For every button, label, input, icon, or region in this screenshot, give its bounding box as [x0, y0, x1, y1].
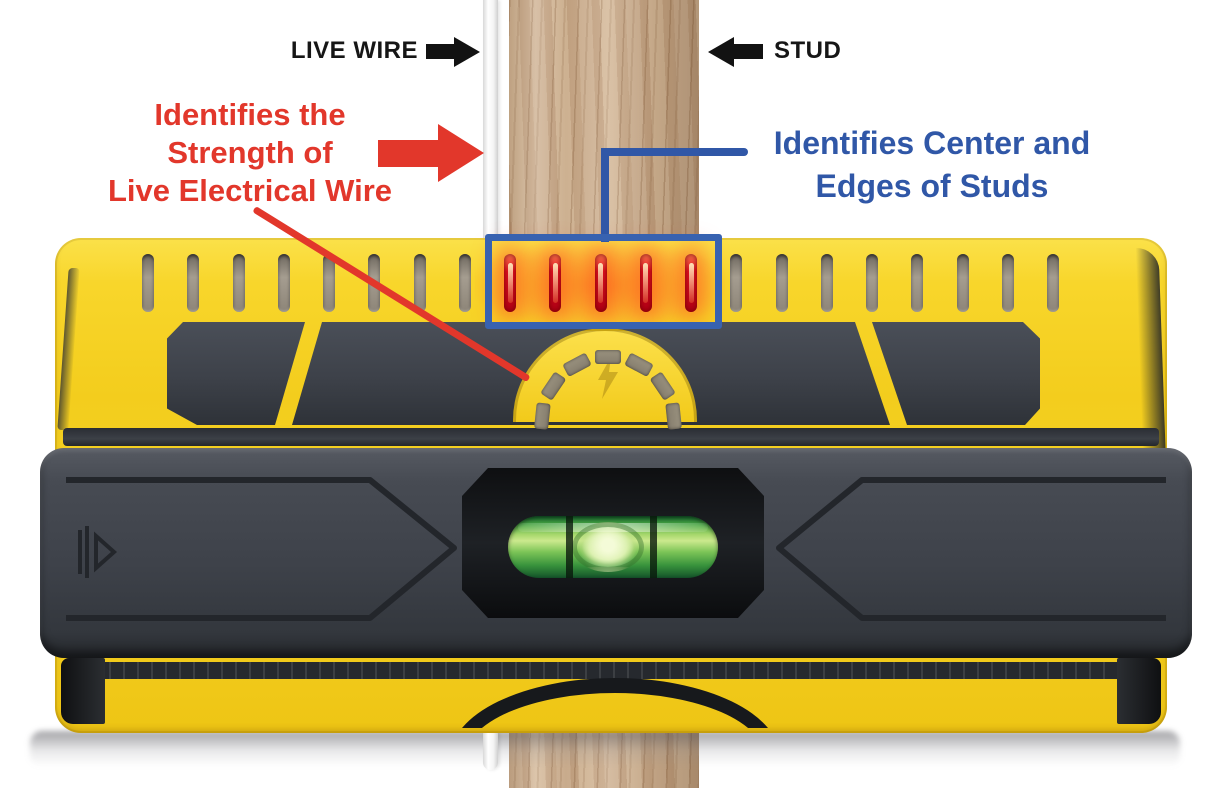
- dial-segment: [540, 371, 567, 401]
- led-slot: [911, 254, 924, 312]
- blue-callout-line2: Edges of Studs: [815, 168, 1049, 204]
- led-slot-lit: [639, 254, 652, 312]
- base-right-cap: [1117, 658, 1161, 724]
- live-wire-label: LIVE WIRE: [290, 37, 418, 64]
- live-wire-arrow-shaft: [426, 44, 455, 59]
- led-slot: [232, 254, 245, 312]
- dial-segment: [595, 350, 621, 364]
- base-left-cap: [61, 658, 105, 724]
- red-callout-line2: Strength of: [167, 135, 333, 170]
- led-slot: [187, 254, 200, 312]
- led-slot: [866, 254, 878, 312]
- live-wire-arrow-icon: [454, 37, 480, 67]
- led-slot-lit: [504, 254, 516, 312]
- blue-callout-text: Identifies Center and Edges of Studs: [748, 122, 1116, 208]
- red-callout-text: Identifies the Strength of Live Electric…: [80, 96, 420, 210]
- led-slot-lit: [549, 254, 562, 312]
- vial-mark-left: [566, 516, 573, 578]
- led-slot: [956, 254, 969, 312]
- led-slot: [1001, 254, 1014, 312]
- level-vial: [508, 516, 718, 578]
- lightning-bolt-icon: [598, 357, 618, 399]
- device-shadow: [30, 731, 1180, 767]
- led-slot: [1047, 254, 1059, 312]
- red-arrow-shaft: [378, 140, 440, 167]
- mid-separator-trim: [63, 428, 1159, 446]
- grip-molding-lines: [66, 477, 1166, 621]
- led-slot: [277, 254, 290, 312]
- blue-connector-horizontal: [604, 148, 748, 156]
- red-callout-line3: Live Electrical Wire: [107, 173, 393, 208]
- handle-arc: [450, 678, 780, 728]
- dial-segment: [665, 402, 682, 430]
- led-slot: [775, 254, 788, 312]
- vial-mark-right: [650, 516, 657, 578]
- stud-label: STUD: [774, 37, 842, 64]
- led-slot: [413, 254, 426, 312]
- led-slot: [323, 254, 335, 312]
- led-slot-lit: [685, 254, 697, 312]
- led-slot: [730, 254, 743, 312]
- led-slot: [820, 254, 833, 312]
- stud-led-highlight-box: [485, 234, 722, 329]
- stud-arrow-shaft: [733, 44, 763, 59]
- grip-band: [40, 448, 1192, 658]
- handle-notch: [450, 670, 780, 728]
- dial-segment: [562, 352, 592, 378]
- led-slot: [142, 254, 154, 312]
- red-callout-line1: Identifies the: [154, 97, 346, 132]
- base-ridge-groove: [95, 662, 1145, 679]
- dial-segment: [534, 402, 551, 430]
- battery-door-marker: [78, 526, 118, 578]
- blue-connector-vertical: [601, 148, 609, 242]
- dial-segment: [649, 371, 676, 401]
- blue-callout-line1: Identifies Center and: [773, 125, 1091, 161]
- led-slot: [458, 254, 471, 312]
- red-arrow-icon: [438, 124, 484, 182]
- stud-arrow-icon: [708, 37, 734, 67]
- dial-segment: [624, 352, 654, 378]
- level-bubble: [572, 522, 644, 572]
- led-slot-lit: [594, 254, 607, 312]
